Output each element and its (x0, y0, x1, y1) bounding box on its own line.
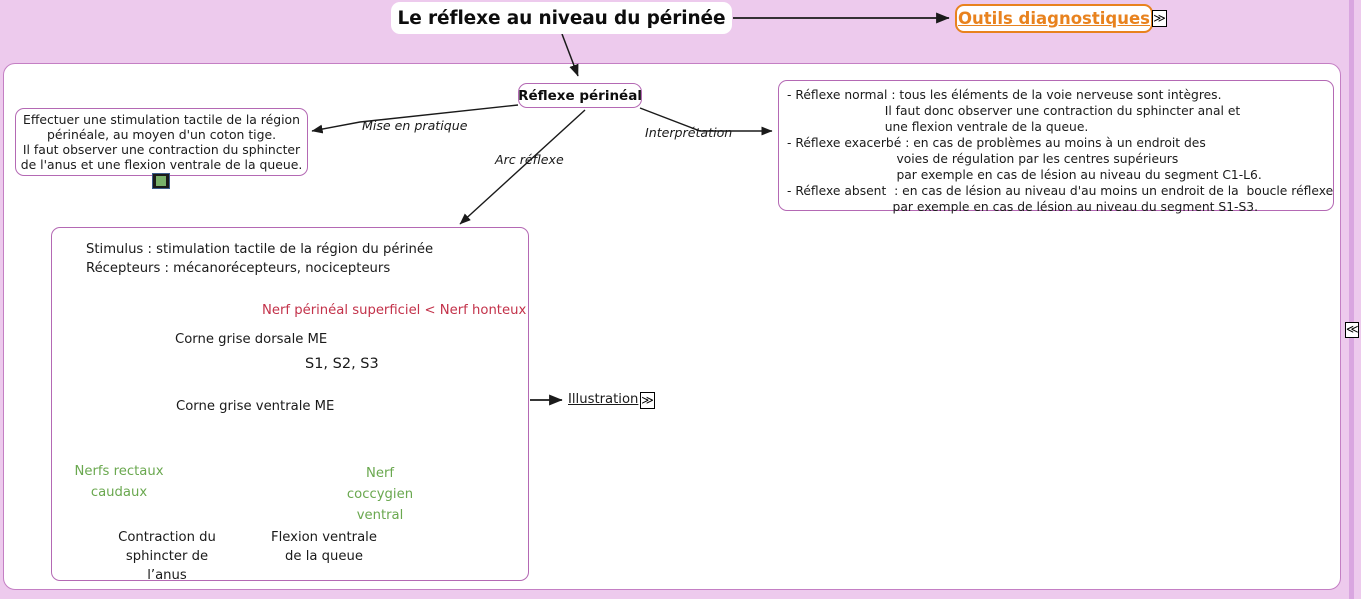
outils-diagnostiques-button[interactable]: Outils diagnostiques (955, 4, 1153, 33)
film-strip-icon-inner (156, 175, 166, 187)
arc-recepteurs-text: Récepteurs : mécanorécepteurs, nocicepte… (86, 261, 391, 276)
arc-effect-left-line-1: Contraction du (118, 530, 216, 545)
chevron-double-right-icon[interactable]: ≫ (640, 392, 655, 409)
arc-nerfs-rectaux-line-2: caudaux (90, 485, 148, 500)
arc-nerfs-rectaux-label: Nerfs rectaux caudaux (74, 461, 164, 503)
interpretation-line-1: - Réflexe normal : tous les éléments de … (787, 88, 1222, 102)
interpretation-line-5: voies de régulation par les centres supé… (787, 152, 1179, 166)
arc-effect-left: Contraction du sphincter de l’anus (108, 528, 226, 585)
arc-segments-text: S1, S2, S3 (305, 356, 379, 372)
edge-label-interpretation: Interprétation (645, 125, 733, 140)
arc-nerfs-rectaux-line-1: Nerfs rectaux (74, 464, 164, 479)
practice-line-3: Il faut observer une contraction du sphi… (22, 142, 301, 157)
arc-nerf-coccygien-line-1: Nerf coccygien (346, 466, 414, 502)
arc-effect-right-line-2: de la queue (285, 549, 363, 564)
interpretation-line-4: - Réflexe exacerbé : en cas de problèmes… (787, 136, 1206, 150)
interpretation-box: - Réflexe normal : tous les éléments de … (778, 80, 1334, 214)
reflexe-perineal-node[interactable]: Réflexe périnéal (518, 83, 642, 108)
page-title: Le réflexe au niveau du périnée (391, 2, 732, 34)
reflexe-perineal-label: Réflexe périnéal (518, 87, 642, 104)
arc-nerf-afferent-label: Nerf périnéal superficiel < Nerf honteux (262, 303, 527, 318)
edge-label-arc-reflexe: Arc réflexe (495, 152, 564, 167)
interpretation-line-3: une flexion ventrale de la queue. (787, 120, 1089, 134)
arc-effect-right: Flexion ventrale de la queue (268, 528, 380, 566)
arc-effect-left-line-2: sphincter de l’anus (125, 549, 209, 583)
interpretation-line-2: Il faut donc observer une contraction du… (787, 104, 1241, 118)
outils-diagnostiques-label: Outils diagnostiques (958, 9, 1150, 28)
film-strip-icon[interactable] (152, 173, 170, 189)
interpretation-line-6: par exemple en cas de lésion au niveau d… (787, 168, 1262, 182)
practice-line-1: Effectuer une stimulation tactile de la … (23, 112, 300, 127)
edge-label-mise-en-pratique: Mise en pratique (362, 118, 468, 133)
arc-nerf-coccygien-line-2: ventral (356, 508, 404, 523)
arc-corne-ventrale-text: Corne grise ventrale ME (176, 399, 335, 414)
chevron-double-left-icon[interactable]: ≪ (1345, 322, 1359, 338)
interpretation-line-8: par exemple en cas de lésion au niveau d… (787, 200, 1259, 214)
practice-line-2: périnéale, au moyen d'un coton tige. (46, 127, 277, 142)
right-edge-bar (1349, 0, 1354, 599)
chevron-double-right-icon[interactable]: ≫ (1152, 10, 1167, 27)
illustration-link[interactable]: Illustration (568, 392, 639, 407)
arc-stimulus-text: Stimulus : stimulation tactile de la rég… (86, 242, 434, 257)
practice-box: Effectuer une stimulation tactile de la … (15, 108, 308, 176)
practice-line-4: de l'anus et une flexion ventrale de la … (20, 157, 303, 172)
arc-nerf-coccygien-label: Nerf coccygien ventral (332, 463, 428, 526)
interpretation-line-7: - Réflexe absent : en cas de lésion au n… (787, 184, 1334, 198)
arc-corne-dorsale-text: Corne grise dorsale ME (175, 332, 328, 347)
arc-effect-right-line-1: Flexion ventrale (271, 530, 377, 545)
arc-reflexe-box (51, 227, 529, 581)
page-title-text: Le réflexe au niveau du périnée (397, 7, 726, 29)
